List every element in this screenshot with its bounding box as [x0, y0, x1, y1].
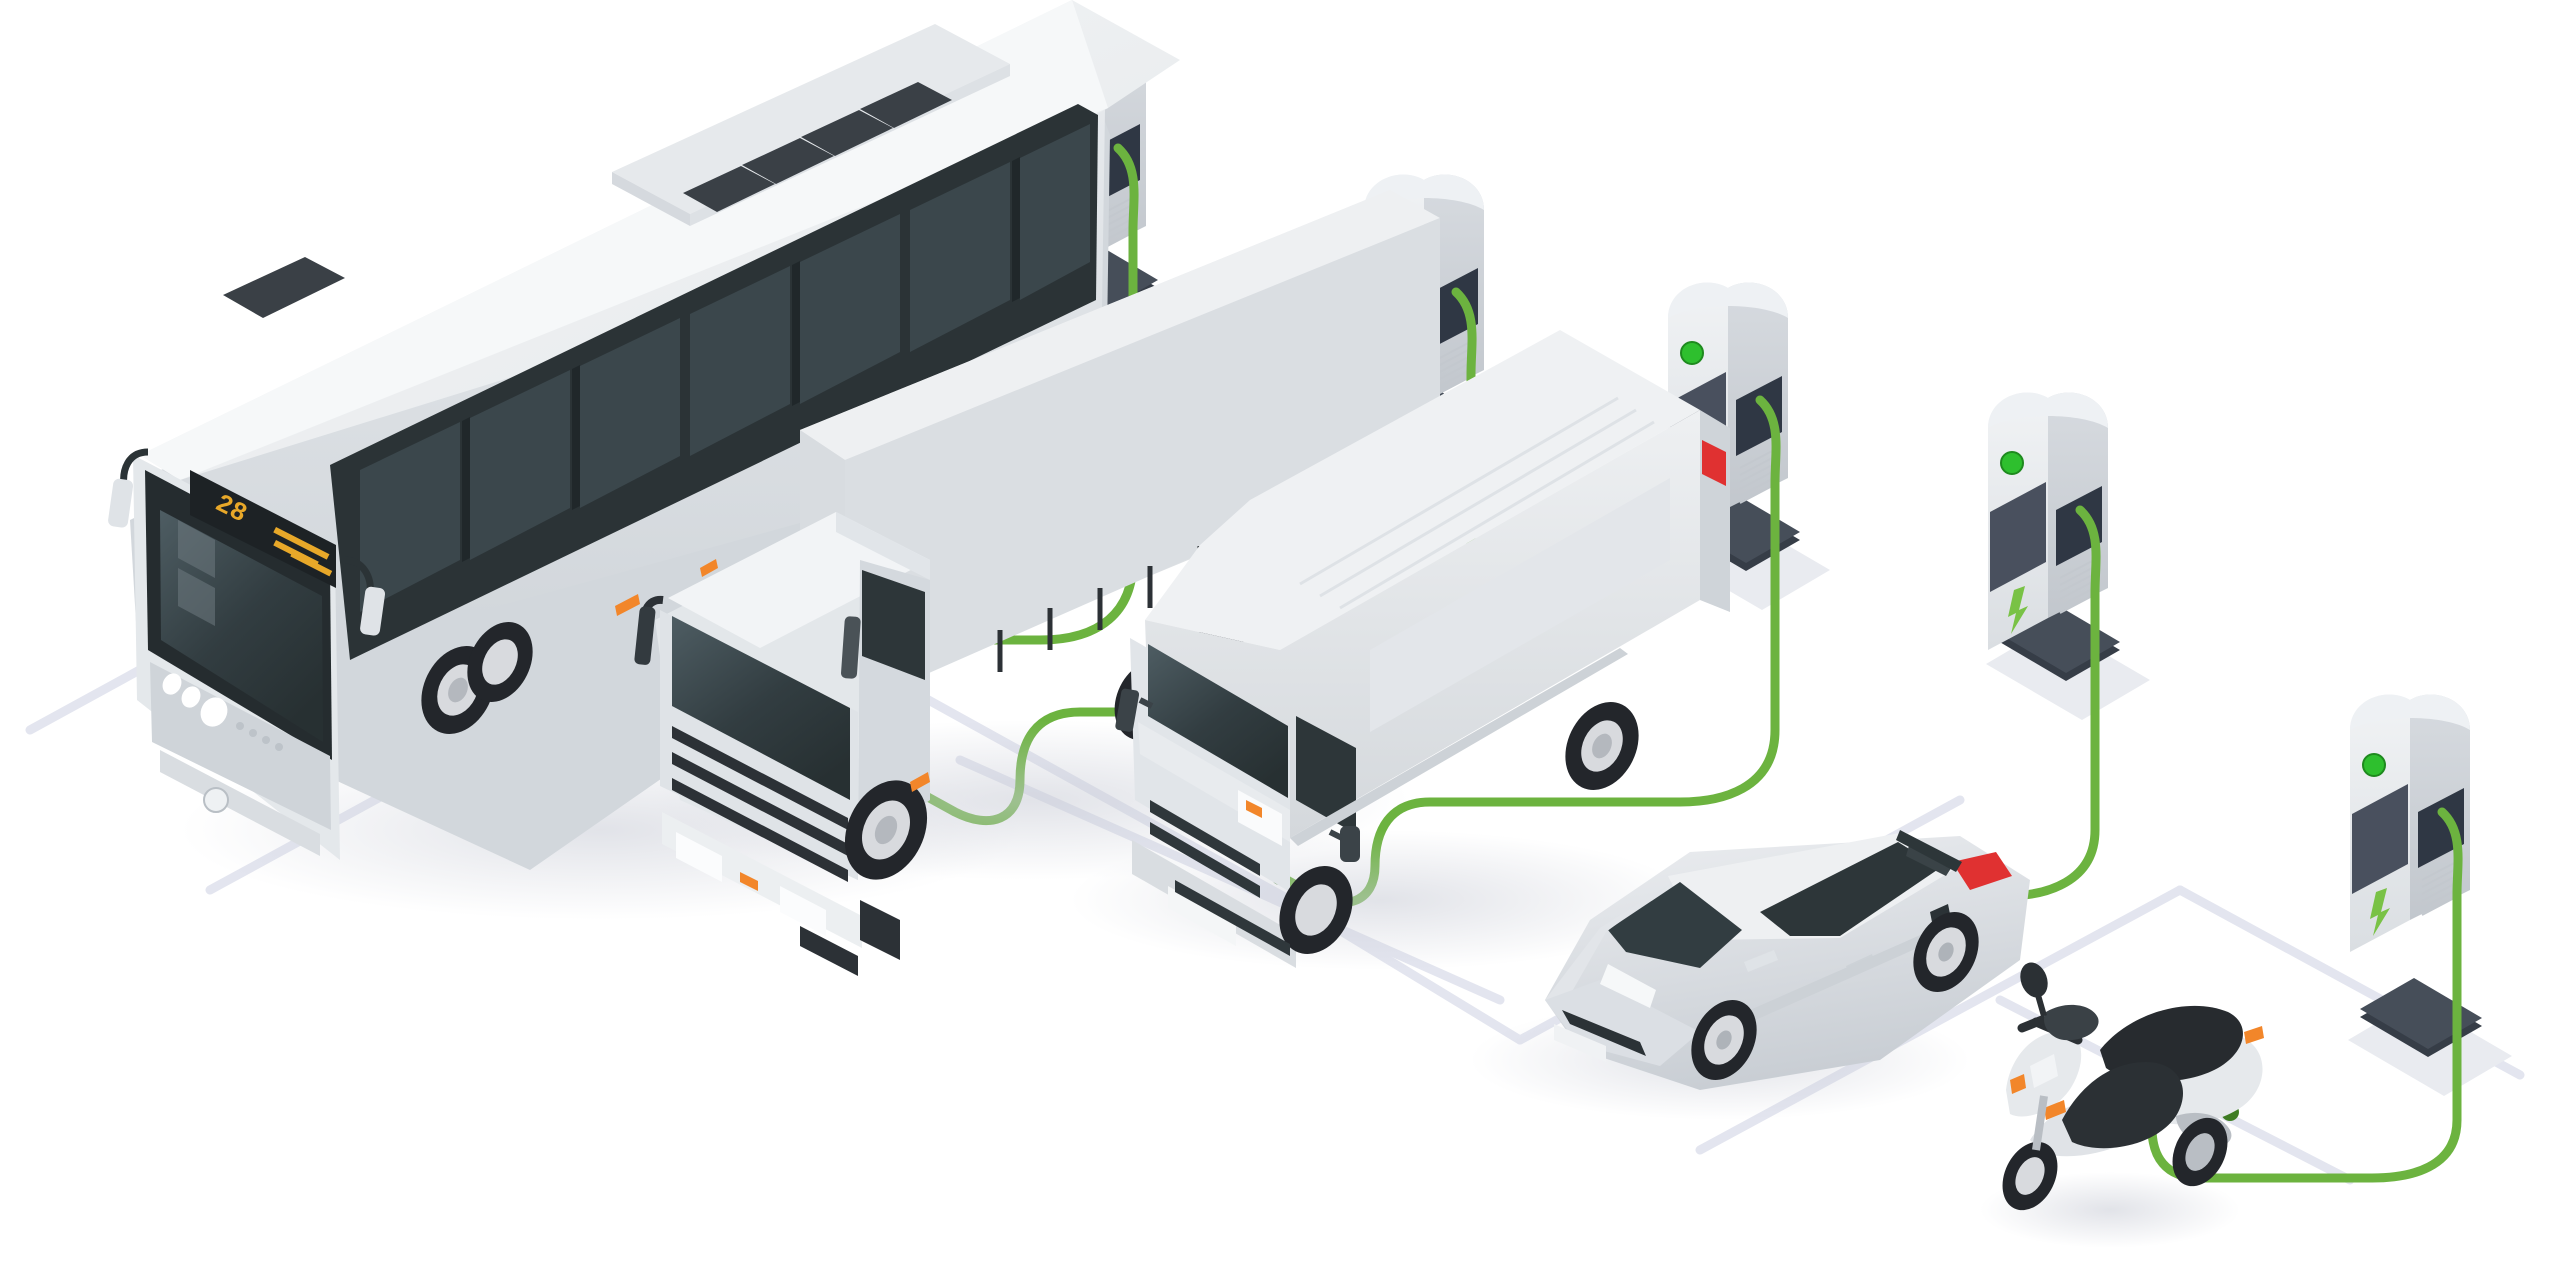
charger-5-lightning-bolt-icon: [2370, 888, 2390, 936]
truck-step: [800, 926, 858, 976]
scooter-front-fork: [2032, 1095, 2048, 1151]
scooter-dashboard: [2044, 1004, 2099, 1041]
car-headlights: [1600, 964, 1656, 1008]
car-roof-rail: [1896, 830, 1962, 872]
van-taillight: [1702, 440, 1726, 486]
car-license-plate: [1554, 1024, 1606, 1062]
bus-door-pillars: [462, 157, 1020, 562]
car-side-skirt: [1700, 922, 1958, 1042]
charger-3-vent-slots: [1739, 448, 1777, 504]
charger-2-vent-slots: [1435, 340, 1473, 396]
charger-5-vent-slots: [2421, 860, 2459, 916]
charger-5-display-screen: [2352, 784, 2408, 894]
truck-grille-bars: [672, 726, 848, 882]
truck-cab-roof-right: [836, 512, 930, 580]
van-grille: [1150, 800, 1260, 898]
charger-2-top-cap: [1364, 174, 1484, 210]
charging-station-4[interactable]: [1986, 392, 2150, 720]
electric-hatchback-car[interactable]: [1470, 830, 2030, 1120]
car-front-wheel: [1691, 1000, 1757, 1080]
car-hood: [1545, 880, 1676, 1002]
bus-roof-platform-side: [612, 172, 690, 226]
car-side-mirror: [1744, 950, 1778, 972]
van-rear-face: [1700, 410, 1730, 612]
car-windshield: [1608, 882, 1742, 968]
van-side-trim: [1290, 648, 1628, 846]
van-body-panel: [1370, 478, 1670, 732]
charger-3-status-led: [1680, 341, 1704, 365]
charger-5-status-led: [2362, 753, 2386, 777]
charger-4-vent-slots: [2059, 558, 2097, 614]
truck-windshield: [672, 616, 850, 800]
charger-5-top-cap: [2350, 694, 2470, 730]
van-roof: [1145, 330, 1700, 650]
bus-roof-hatch: [223, 257, 345, 318]
charger-2-socket-recess: [1432, 268, 1478, 348]
scooter-mirror: [2020, 962, 2048, 1017]
charger-4-top-cap: [1988, 392, 2108, 428]
car-side-windows: [1760, 842, 1940, 936]
truck-front-wheel: [844, 780, 928, 880]
bus-left-mirror: [108, 448, 149, 528]
scooter-side-indicator: [2044, 1100, 2066, 1120]
scooter-seat: [2100, 1005, 2243, 1082]
scooter-body-center: [2062, 1062, 2184, 1149]
car-rear-wheel: [1913, 912, 1979, 992]
truck-front-indicator: [740, 872, 758, 891]
scooter-headlight: [2030, 1054, 2058, 1088]
trailer-roof: [800, 190, 1440, 460]
van-front-wheel: [1279, 866, 1353, 954]
electric-semi-truck[interactable]: [634, 190, 1440, 976]
charger-4-lightning-bolt-icon: [2008, 586, 2028, 634]
bus-headlights: [162, 673, 228, 727]
bus-marker-lights: [236, 722, 283, 751]
truck-left-mirror: [634, 595, 664, 665]
bus-front-side-panes: [178, 520, 215, 626]
charger-5-base-top: [2360, 978, 2482, 1049]
electric-city-bus[interactable]: 28: [107, 0, 1180, 920]
bus-rear-indicator: [700, 559, 718, 577]
bus-side-windows: [360, 124, 1090, 612]
van-right-mirror: [1328, 826, 1360, 862]
bus-roof-platform: [612, 24, 1010, 214]
truck-door-window: [862, 570, 925, 680]
bus-route-destination-bars: [273, 527, 333, 577]
truck-headlights: [676, 832, 826, 936]
van-door-window: [1296, 716, 1356, 834]
electric-scooter[interactable]: [1980, 959, 2264, 1248]
bus-side-indicator: [615, 594, 640, 616]
scooter-front-indicator: [2010, 1074, 2026, 1094]
charger-5-socket-recess: [2418, 788, 2464, 868]
trailer-right-side: [845, 218, 1440, 710]
charger-3-top-cap: [1668, 282, 1788, 318]
van-left-mirror: [1115, 688, 1154, 732]
charger-3-socket-recess: [1736, 376, 1782, 456]
electric-cargo-van[interactable]: [1070, 330, 1730, 970]
bus-front-emblem: [203, 787, 229, 813]
bus-rear-wheel: [467, 622, 533, 702]
truck-mudflap: [860, 900, 900, 960]
van-windshield: [1148, 644, 1288, 798]
car-taillight: [1952, 852, 2012, 890]
van-front-indicator: [1246, 800, 1262, 818]
scooter-front-wheel: [2002, 1141, 2058, 1211]
van-license-plate: [1168, 886, 1236, 946]
car-front-grille: [1562, 1010, 1646, 1056]
charger-4-socket-recess: [2056, 486, 2102, 566]
scooter-rear-wheel: [2172, 1117, 2228, 1187]
charger-4-display-screen: [1990, 482, 2046, 592]
bus-roof-battery-units: [683, 82, 952, 212]
van-rear-wheel: [1565, 702, 1639, 790]
car-charge-port: [1930, 904, 1950, 922]
bus-right-mirror: [343, 556, 386, 636]
bus-front-grille: [160, 750, 320, 856]
van-rocker-panel: [1175, 880, 1290, 956]
truck-right-mirror: [841, 616, 861, 679]
charging-station-5[interactable]: [2348, 694, 2512, 1096]
scooter-rear-indicator: [2244, 1026, 2264, 1044]
charger-4-status-led: [2000, 451, 2024, 475]
truck-cab-side-indicator: [910, 772, 930, 792]
